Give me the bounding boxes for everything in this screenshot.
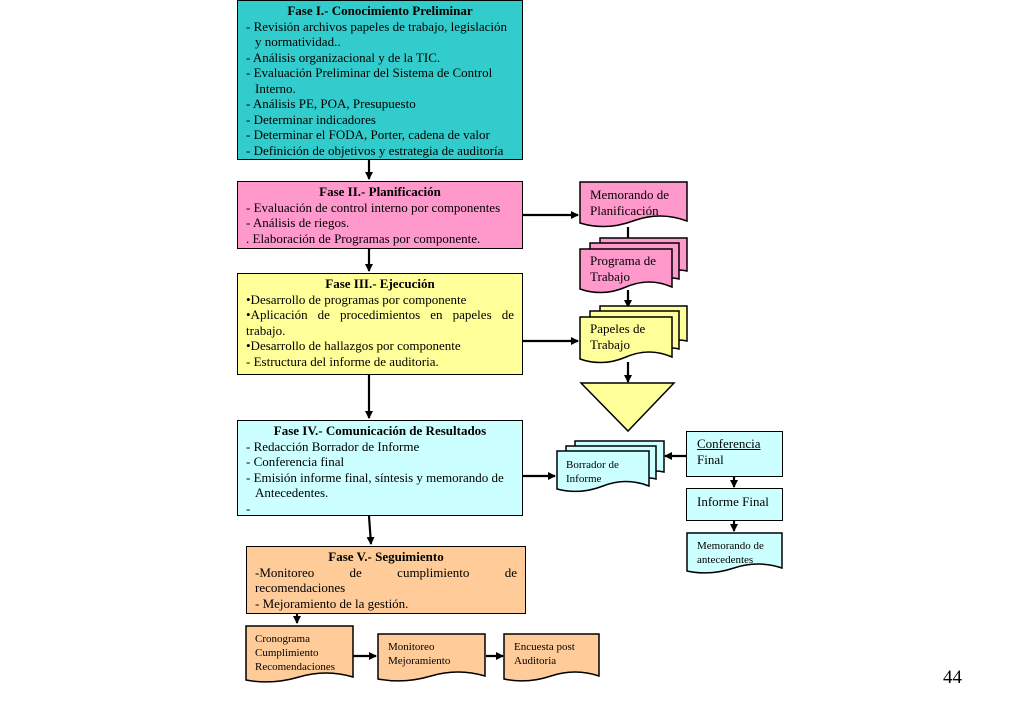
phase4-line: - Conferencia final [246, 454, 345, 469]
phase4-line: - Redacción Borrador de Informe [246, 438, 420, 454]
phase1-line: y normatividad.. [255, 34, 341, 49]
phase4-line: - [246, 500, 251, 516]
monitoreo-doc [377, 633, 486, 682]
memorando-planificacion-label: Memorando de Planificación [590, 187, 670, 218]
conferencia-final-box: Conferencia Final [686, 431, 783, 477]
phase1-line: - Determinar el FODA, Porter, cadena de … [246, 127, 490, 142]
phase4-line: - Emisión informe final, síntesis y memo… [246, 469, 504, 485]
memorando-antecedentes-label: Memorando de antecedentes [697, 540, 764, 566]
informe-final-label: Informe Final [697, 494, 769, 509]
programa-trabajo-label: Programa de Trabajo [590, 253, 657, 284]
phase1-title: Fase I.- Conocimiento Preliminar [287, 3, 473, 18]
phase1-line: Interno. [255, 80, 296, 96]
phase5-line: recomendaciones [255, 580, 346, 595]
arrow-phase4-phase5 [366, 515, 375, 545]
informe-final-box: Informe Final [686, 488, 783, 521]
phase4-line: Antecedentes. [255, 485, 329, 500]
conferencia-final-line: Conferencia [697, 436, 761, 451]
cronograma-doc [245, 625, 354, 683]
phase2-line: - Análisis de riegos. [246, 215, 350, 230]
phase1-line: - Evaluación Preliminar del Sistema de C… [246, 65, 493, 80]
phase1-line: - Definición de objetivos y estrategia d… [246, 142, 504, 158]
phase5-title: Fase V.- Seguimiento [328, 549, 444, 564]
page-number: 44 [943, 667, 962, 688]
phase3-title: Fase III.- Ejecución [325, 276, 435, 291]
phase2-box: Fase II.- Planificación - Evaluación de … [237, 181, 523, 249]
borrador-informe-doc [556, 440, 665, 493]
phase1-box: Fase I.- Conocimiento Preliminar - Revis… [237, 0, 523, 160]
phase5-line: -Monitoreo de cumplimiento de [255, 564, 517, 580]
phase1-line: - Determinar indicadores [246, 111, 376, 127]
encuesta-doc [503, 633, 600, 682]
phase3-line: •Desarrollo de hallazgos por componente [246, 338, 461, 353]
programa-trabajo-doc [579, 237, 688, 294]
memorando-planificacion-doc [579, 181, 688, 228]
conferencia-final-line: Final [697, 451, 724, 467]
papeles-trabajo-doc [579, 305, 688, 364]
merge-triangle [579, 382, 676, 433]
phase2-line: - Evaluación de control interno por comp… [246, 199, 501, 215]
phase4-title: Fase IV.- Comunicación de Resultados [273, 423, 487, 438]
encuesta-label: Encuesta post Auditoria [514, 641, 575, 667]
phase3-line: •Aplicación de procedimientos en papeles… [246, 307, 514, 322]
monitoreo-label: Monitoreo Mejoramiento [388, 641, 451, 667]
papeles-trabajo-label: Papeles de Trabajo [590, 321, 646, 352]
phase3-line: •Desarrollo de programas por componente [246, 291, 467, 307]
phase1-line: - Análisis PE, POA, Presupuesto [246, 96, 416, 111]
phase3-line: trabajo. [246, 322, 286, 338]
phase1-line: - Análisis organizacional y de la TIC. [246, 49, 441, 65]
cronograma-label: Cronograma Cumplimiento Recomendaciones [255, 633, 336, 673]
phase3-box: Fase III.- Ejecución •Desarrollo de prog… [237, 273, 523, 375]
borrador-informe-label: Borrador de Informe [566, 459, 619, 485]
phase4-box: Fase IV.- Comunicación de Resultados - R… [237, 420, 523, 516]
phase1-line: - Revisión archivos papeles de trabajo, … [246, 18, 508, 34]
phase2-title: Fase II.- Planificación [319, 184, 441, 199]
phase3-line: - Estructura del informe de auditoria. [246, 353, 439, 369]
phase5-line: - Mejoramiento de la gestión. [255, 595, 409, 611]
phase2-line: . Elaboración de Programas por component… [246, 230, 481, 246]
memorando-antecedentes-doc [686, 532, 783, 574]
phase5-box: Fase V.- Seguimiento -Monitoreo de cumpl… [246, 546, 526, 614]
